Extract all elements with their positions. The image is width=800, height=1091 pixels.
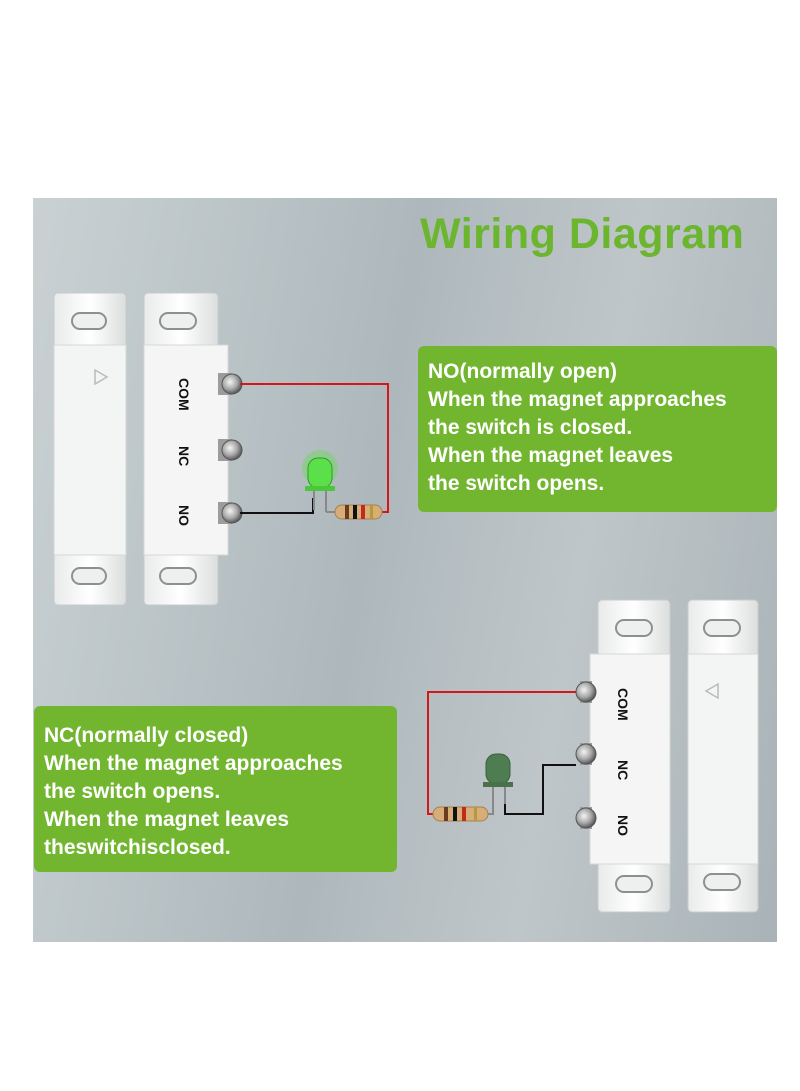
terminal-label-nc: NC [615,760,631,780]
nc-heading: NC(normally closed) [44,724,249,747]
no-line: When the magnet leaves [428,444,674,467]
terminal-screw [218,439,243,461]
led-lit [302,450,338,512]
terminal-screw [575,681,597,703]
no-heading: NO(normally open) [428,360,618,383]
no-line: the switch opens. [428,472,605,495]
no-line: the switch is closed. [428,416,633,439]
nc-line: When the magnet approaches [44,752,343,775]
black-wire [504,764,576,815]
nc-line: the switch opens. [44,780,221,803]
no-line: When the magnet approaches [428,388,727,411]
red-wire [427,691,576,815]
terminal-label-no: NO [176,505,192,526]
no-explanation-box: NO(normally open) When the magnet approa… [418,346,777,512]
resistor [326,504,383,520]
terminal-screw [218,373,243,395]
terminal-screw [218,502,243,524]
terminal-screw [575,743,597,765]
resistor [432,806,494,822]
magnet-bottom [687,599,759,913]
terminal-screw [575,807,597,829]
led-unlit [483,753,513,814]
nc-line: theswitchisclosed. [44,836,231,859]
nc-line: When the magnet leaves [44,808,290,831]
terminal-label-nc: NC [176,446,192,466]
black-wire [240,498,314,514]
terminal-label-no: NO [615,815,631,836]
diagram-title: Wiring Diagram [420,210,745,258]
terminal-label-com: COM [615,688,631,721]
magnet-top [53,292,127,606]
terminal-label-com: COM [176,378,192,411]
reed-switch-top: COM NC NO [143,292,243,606]
red-wire [240,383,389,513]
reed-switch-bottom: COM NC NO [575,599,671,913]
nc-explanation-box: NC(normally closed) When the magnet appr… [34,706,397,872]
